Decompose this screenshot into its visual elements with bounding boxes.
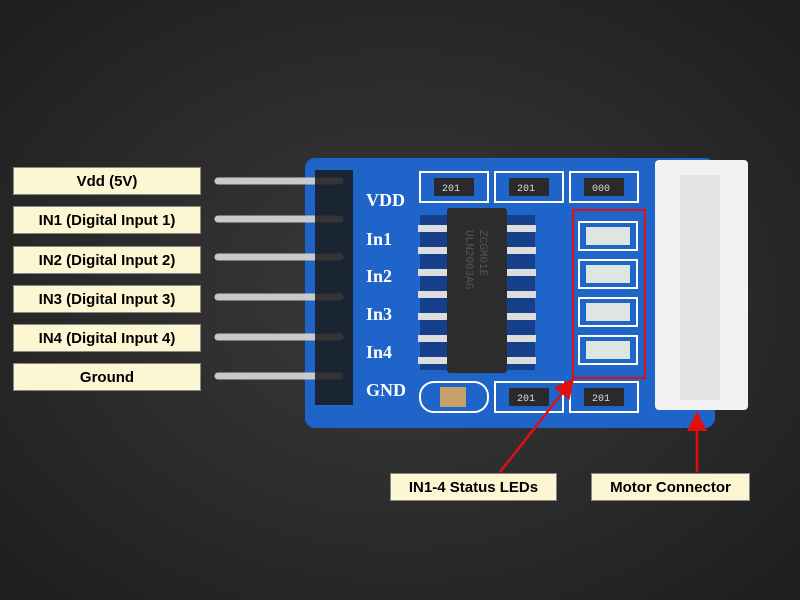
chip-pin — [418, 291, 448, 298]
resistor-pad — [494, 171, 564, 203]
svg-text:ULN2003AG: ULN2003AG — [462, 230, 474, 289]
chip-pin — [418, 313, 448, 320]
callout-status-leds: IN1-4 Status LEDs — [390, 473, 557, 501]
led-pad — [578, 259, 638, 289]
silkscreen-gnd: GND — [366, 380, 406, 400]
chip-pin — [418, 247, 448, 254]
resistor — [509, 388, 549, 406]
silkscreen-in2: In2 — [366, 266, 392, 286]
resistor — [509, 178, 549, 196]
pin-label-vdd: Vdd (5V) — [13, 167, 201, 195]
led-highlight-box — [572, 209, 646, 379]
chip-pin — [418, 225, 448, 232]
chip-pin — [506, 269, 536, 276]
driver-chip: ZCGM01E ULN2003AG — [418, 208, 536, 373]
chip-pin — [506, 225, 536, 232]
status-led-4 — [586, 341, 630, 359]
chip-pin — [506, 313, 536, 320]
pin-label-in2: IN2 (Digital Input 2) — [13, 246, 201, 274]
resistor — [584, 388, 624, 406]
resistor-code: 000 — [592, 184, 610, 195]
status-led-3 — [586, 303, 630, 321]
resistor-code: 201 — [442, 184, 460, 195]
status-led-1 — [586, 227, 630, 245]
silkscreen-in3: In3 — [366, 304, 392, 324]
chip-pin — [506, 247, 536, 254]
chip-pin — [418, 335, 448, 342]
callout-motor-connector: Motor Connector — [591, 473, 750, 501]
pin-label-in1: IN1 (Digital Input 1) — [13, 206, 201, 234]
pin-label-ground: Ground — [13, 363, 201, 391]
chip-pin — [418, 269, 448, 276]
pin-label-in4: IN4 (Digital Input 4) — [13, 324, 201, 352]
resistor-code: 201 — [517, 184, 535, 195]
resistor — [584, 178, 624, 196]
capacitor — [440, 387, 466, 407]
capacitor-pad — [419, 381, 489, 413]
led-callout-arrow — [499, 378, 575, 473]
svg-text:ZCGM01E: ZCGM01E — [476, 230, 488, 277]
chip-pin — [506, 291, 536, 298]
silkscreen-vdd: VDD — [366, 190, 405, 210]
chip-pin — [418, 357, 448, 364]
resistor-pad — [569, 171, 639, 203]
silkscreen-in1: In1 — [366, 229, 392, 249]
silkscreen-in4: In4 — [366, 342, 392, 362]
motor-connector — [655, 160, 748, 410]
resistor-pad — [419, 171, 489, 203]
resistor-code: 201 — [517, 394, 535, 405]
led-pad — [578, 221, 638, 251]
led-pad — [578, 335, 638, 365]
resistor — [434, 178, 474, 196]
pin-header — [315, 170, 353, 405]
led-pad — [578, 297, 638, 327]
resistor-code: 201 — [592, 394, 610, 405]
status-led-2 — [586, 265, 630, 283]
chip-pin — [506, 335, 536, 342]
chip-pin — [506, 357, 536, 364]
pin-label-in3: IN3 (Digital Input 3) — [13, 285, 201, 313]
